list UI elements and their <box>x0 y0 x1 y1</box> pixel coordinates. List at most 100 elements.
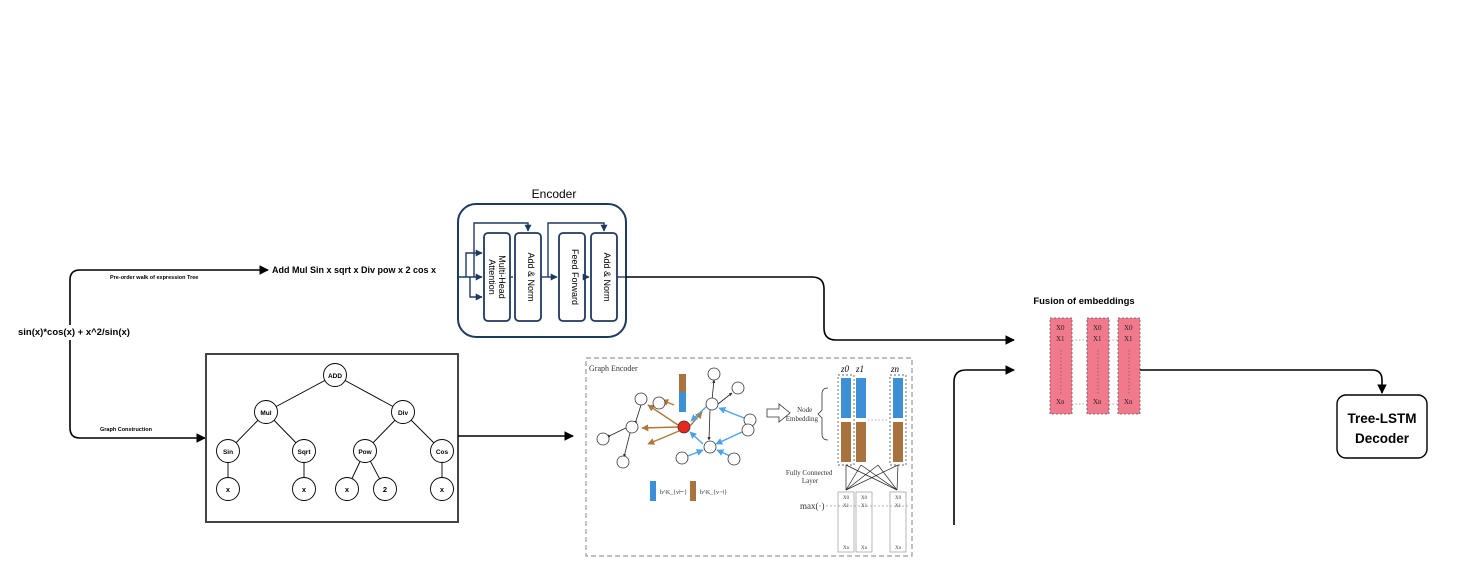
graph-to-embedding-arrow-icon <box>766 403 791 423</box>
graph-node <box>707 367 721 381</box>
max-label: max(·) <box>800 501 825 511</box>
z0-label: z0 <box>840 364 850 374</box>
graph-encoder-title: Graph Encoder <box>589 364 638 373</box>
decoder-line2: Decoder <box>1355 431 1410 446</box>
svg-text:X1: X1 <box>843 504 850 509</box>
graph-edges-brown <box>641 399 703 445</box>
graph-encoder-to-fusion-line <box>953 365 1015 525</box>
legend-brown-label: h^K_{v⊣} <box>700 489 727 496</box>
svg-text:x: x <box>345 485 350 494</box>
tree-leaf-4: 2 <box>373 477 397 501</box>
node-embedding-label-line1: Node <box>797 406 812 414</box>
tree-lstm-decoder-box <box>1336 394 1428 459</box>
fusion-column-3: X0 X1 Xn <box>1117 317 1141 415</box>
svg-text:Div: Div <box>398 410 409 417</box>
encoder-block-2-label: Add & Norm <box>526 252 536 301</box>
graph-node <box>634 392 648 406</box>
encoder-block-3: Feed Forward <box>558 232 586 322</box>
encoder-block-1-label: Multi-HeadAttention <box>487 255 507 299</box>
tree-nodes: ADD Mul Div Sin Sqrt Pow Cos x <box>216 363 454 501</box>
graph-target-node <box>677 420 691 434</box>
svg-text:Pow: Pow <box>358 449 372 456</box>
svg-text:ADD: ADD <box>328 373 342 380</box>
graph-edges-black <box>606 379 733 458</box>
tree-node-root: ADD <box>323 363 347 387</box>
svg-text:x: x <box>440 485 445 494</box>
fusion-col1-x0: X0 <box>1056 324 1065 332</box>
fc-layer-label-line1: Fully Connected <box>786 469 833 477</box>
encoder-connectors <box>458 222 626 301</box>
graph-node <box>616 455 630 469</box>
fusion-col3-xn: Xn <box>1124 398 1133 406</box>
fusion-col3-x1: X1 <box>1124 335 1133 343</box>
graph-node <box>703 440 717 454</box>
z1-label: z1 <box>855 364 864 374</box>
svg-text:X1: X1 <box>861 504 868 509</box>
node-embedding-label-line2: Embedding <box>786 415 819 423</box>
encoder-block-2: Add & Norm <box>514 232 542 322</box>
encoder-block-1-label-line2: Attention <box>487 259 497 295</box>
legend-brown-swatch <box>690 481 696 501</box>
encoder-block-1-label-line1: Multi-Head <box>497 255 507 299</box>
svg-text:Mul: Mul <box>260 410 271 417</box>
svg-text:2: 2 <box>383 485 387 494</box>
graph-construction-line <box>69 340 206 443</box>
graph-edges-blue <box>687 406 745 457</box>
graph-node <box>705 397 719 411</box>
fusion-dotted-lines <box>1060 339 1130 405</box>
svg-text:Sin: Sin <box>223 449 233 456</box>
graph-embedding-bar-blue <box>679 392 686 412</box>
svg-text:x: x <box>302 485 307 494</box>
input-expression: sin(x)*cos(x) + x^2/sin(x) <box>18 327 130 338</box>
zn-label: zn <box>890 364 900 374</box>
legend-blue-label: h^K_{v⊢} <box>660 489 687 496</box>
svg-text:X0: X0 <box>843 496 850 501</box>
graph-node <box>625 420 639 434</box>
fc-layer-label: Fully Connected Layer <box>786 469 834 485</box>
fusion-col2-x1: X1 <box>1093 335 1102 343</box>
graph-node <box>652 396 666 410</box>
graph-node <box>731 381 745 395</box>
svg-text:x: x <box>226 485 231 494</box>
decoder-line1: Tree-LSTM <box>1347 411 1416 426</box>
fusion-col2-x0: X0 <box>1093 324 1102 332</box>
tree-node-pow: Pow <box>353 439 377 463</box>
fully-connected-lines <box>845 464 899 491</box>
svg-text:Xn: Xn <box>861 546 868 551</box>
fc-layer-label-line2: Layer <box>802 477 819 485</box>
encoder-block-4: Add & Norm <box>590 232 618 322</box>
encoder-block-4-label: Add & Norm <box>602 252 612 301</box>
graph-node <box>596 432 610 446</box>
svg-text:Xn: Xn <box>843 546 850 551</box>
fusion-column-1: X0 X1 Xn <box>1049 317 1073 415</box>
graph-construction-label: Graph Construction <box>100 427 153 433</box>
preorder-branch-line <box>69 265 269 325</box>
fusion-col2-xn: Xn <box>1093 398 1102 406</box>
graph-node <box>675 451 689 465</box>
fusion-col3-x0: X0 <box>1124 324 1133 332</box>
encoder-title: Encoder <box>532 187 577 201</box>
graph-node <box>741 423 755 437</box>
encoder-block-3-label: Feed Forward <box>570 249 580 305</box>
fusion-column-2: X0 X1 Xn <box>1086 317 1110 415</box>
tree-node-div: Div <box>391 400 415 424</box>
svg-text:X1: X1 <box>895 504 902 509</box>
fusion-to-decoder-line <box>1140 369 1387 394</box>
tree-leaf-5: x <box>430 477 454 501</box>
svg-text:X0: X0 <box>861 496 868 501</box>
graph-nodes <box>596 367 757 469</box>
graph-node <box>727 452 741 466</box>
encoder-block-1: Multi-HeadAttention <box>483 232 511 322</box>
encoder-to-fusion-line <box>626 276 1015 345</box>
svg-text:Sqrt: Sqrt <box>298 449 312 456</box>
tree-node-mul: Mul <box>254 400 278 424</box>
tree-node-sqrt: Sqrt <box>292 439 316 463</box>
preorder-label: Pre-order walk of expression Tree <box>110 275 198 281</box>
preorder-sequence: Add Mul Sin x sqrt x Div pow x 2 cos x <box>272 265 436 275</box>
fusion-col1-x1: X1 <box>1056 335 1065 343</box>
svg-text:Xn: Xn <box>895 546 902 551</box>
tree-leaf-1: x <box>216 477 240 501</box>
tree-leaf-3: x <box>335 477 359 501</box>
node-embedding-bracket <box>817 387 829 441</box>
